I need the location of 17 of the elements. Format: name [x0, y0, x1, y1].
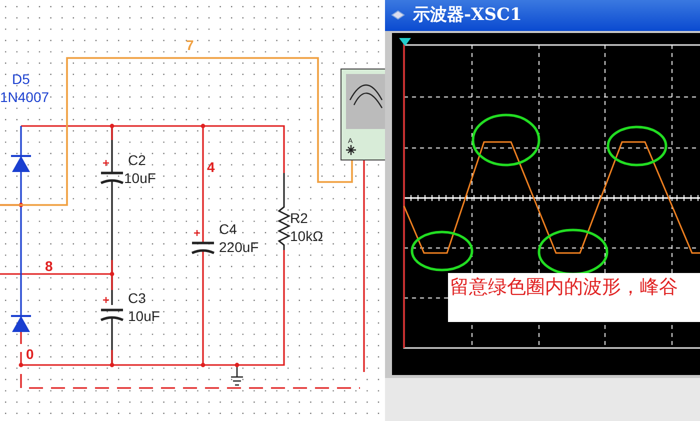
- annotation-box: 留意绿色圈内的波形，峰谷: [448, 273, 700, 322]
- net-label: 4: [207, 160, 215, 174]
- component-label: C2: [128, 153, 146, 167]
- component-label: 220uF: [219, 240, 259, 254]
- component-label: 1N4007: [0, 90, 50, 104]
- net-label: 7: [186, 38, 194, 52]
- component-label: 10uF: [128, 309, 160, 323]
- component-label: R2: [290, 211, 308, 225]
- component-label: C3: [128, 291, 146, 305]
- component-label: D5: [12, 72, 30, 86]
- net-label: 8: [45, 259, 53, 273]
- component-label: 10kΩ: [290, 229, 324, 243]
- net-label: 0: [26, 347, 34, 361]
- oscilloscope-window: [385, 0, 700, 421]
- component-label: C4: [219, 222, 237, 236]
- component-label: 10uF: [124, 171, 156, 185]
- window-title: 示波器-XSC1: [413, 5, 522, 25]
